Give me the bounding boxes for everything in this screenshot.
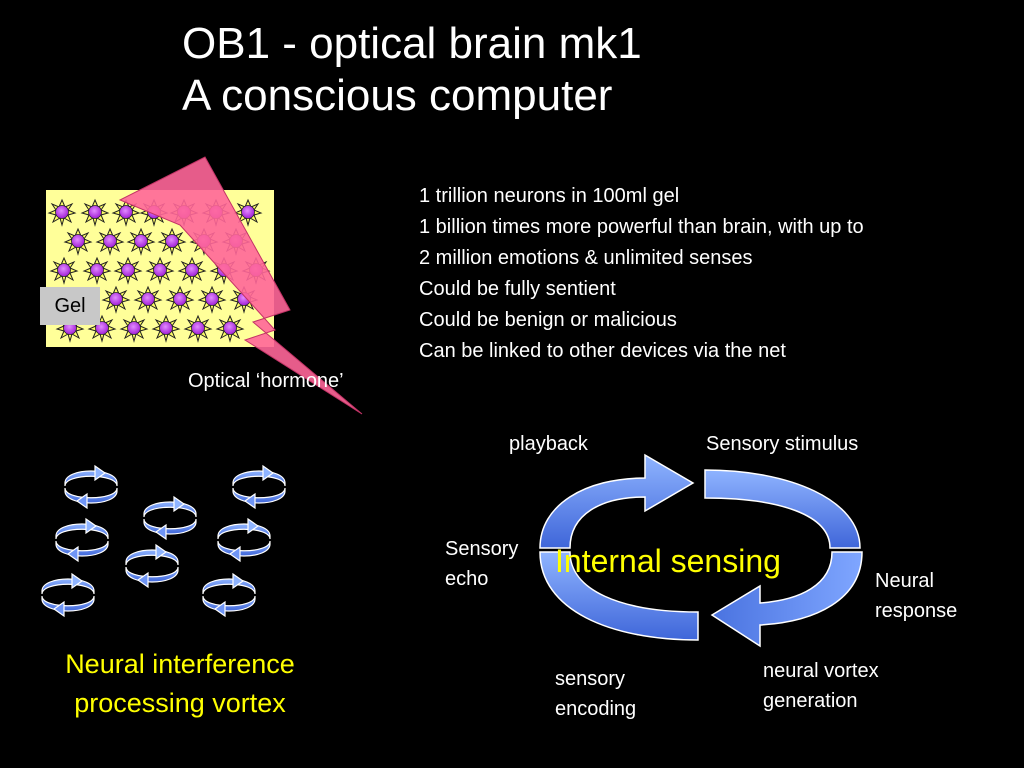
page-title: OB1 - optical brain mk1 A conscious comp… [182, 18, 642, 122]
title-line-1: OB1 - optical brain mk1 [182, 19, 642, 68]
playback-label: playback [509, 433, 588, 455]
cycle-center-label: Internal sensing [555, 543, 781, 579]
fact-item: Could be fully sentient [419, 278, 616, 300]
neural-response-label-1: Neural [875, 570, 934, 592]
gel-label: Gel [40, 287, 100, 325]
sensory-encoding-label-2: encoding [555, 698, 637, 720]
fact-item: Can be linked to other devices via the n… [419, 340, 786, 362]
fact-list: 1 trillion neurons in 100ml gel 1 billio… [419, 181, 864, 367]
vortex-icons [41, 465, 286, 617]
fact-item: 1 trillion neurons in 100ml gel [419, 185, 680, 207]
cycle-arrow-icon [710, 551, 863, 648]
vortex-caption: Neural interference processing vortex [20, 645, 340, 723]
cycle-arrow-icon [539, 551, 699, 641]
fact-item: Could be benign or malicious [419, 309, 677, 331]
cycle-arrow-icon [539, 453, 695, 549]
title-line-2: A conscious computer [182, 71, 613, 120]
sensory-echo-label-2: echo [445, 568, 489, 590]
vortex-generation-label-2: generation [763, 690, 858, 712]
sensory-stimulus-label: Sensory stimulus [706, 433, 859, 455]
neural-response-label-2: response [875, 600, 958, 622]
vortex-generation-label-1: neural vortex [763, 660, 879, 682]
fact-item: 2 million emotions & unlimited senses [419, 247, 753, 269]
vortex-caption-line-2: processing vortex [74, 688, 286, 718]
hormone-label: Optical ‘hormone’ [188, 370, 344, 392]
fact-item: 1 billion times more powerful than brain… [419, 216, 864, 238]
hormone-lightning-icon [118, 156, 363, 415]
cycle-diagram [539, 453, 863, 648]
cycle-arrow-icon [704, 469, 861, 549]
sensory-encoding-label-1: sensory [555, 668, 626, 690]
vortex-caption-line-1: Neural interference [65, 649, 295, 679]
sensory-echo-label-1: Sensory [445, 538, 519, 560]
